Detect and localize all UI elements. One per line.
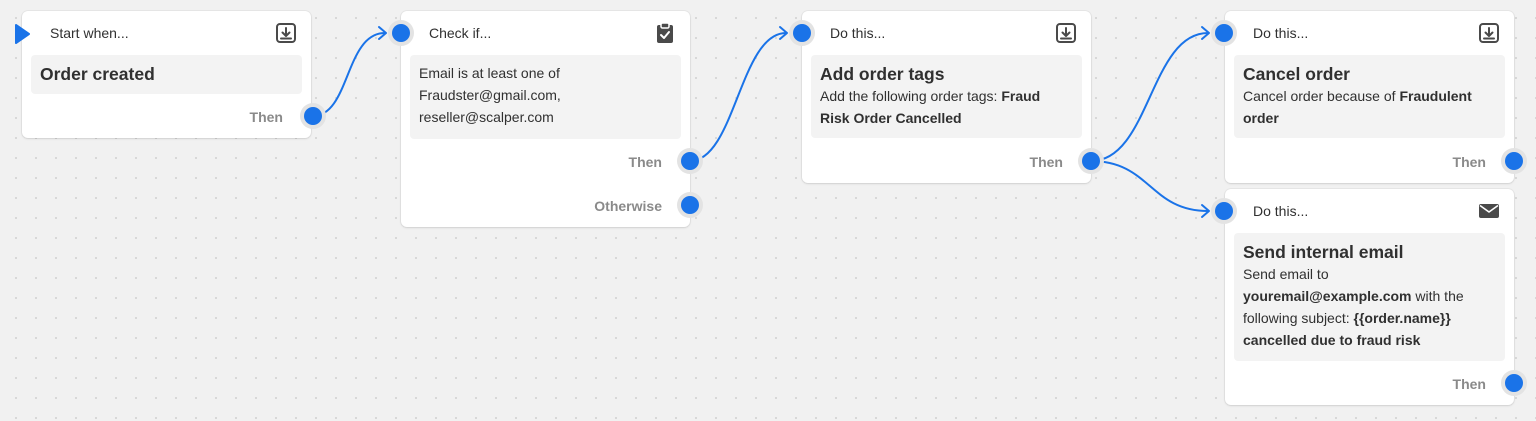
trigger-card[interactable]: Start when... Order created Then	[15, 11, 311, 138]
then-label: Then	[628, 154, 662, 170]
cancel-order-input-port[interactable]	[1211, 20, 1237, 46]
condition-card[interactable]: Check if... Email is at least one of Fra…	[401, 11, 690, 227]
card-desc-line-3: following subject: {{order.name}}	[1243, 307, 1496, 329]
arrowhead-email	[1201, 204, 1210, 218]
wire-tags-to-cancel	[1090, 32, 1209, 162]
arrowhead-tags	[779, 26, 788, 40]
wire-condition-to-tags	[689, 32, 787, 162]
then-label: Then	[1029, 154, 1063, 170]
condition-line-1: Email is at least one of	[419, 65, 560, 81]
then-label: Then	[249, 109, 283, 125]
card-header: Do this...	[1225, 11, 1514, 55]
desc-text: with the	[1411, 288, 1464, 304]
add-tags-card[interactable]: Do this... Add order tags Add the follow…	[802, 11, 1091, 183]
card-body: Email is at least one of Fraudster@gmail…	[410, 55, 681, 139]
condition-otherwise-port[interactable]	[677, 192, 703, 218]
card-header: Do this...	[802, 11, 1091, 55]
card-desc-line-1: Add the following order tags: Fraud	[820, 85, 1073, 107]
send-email-input-port[interactable]	[1211, 198, 1237, 224]
card-desc-line-4: cancelled due to fraud risk	[1243, 329, 1496, 351]
card-desc-line-1: Send email to	[1243, 266, 1329, 282]
card-header-label: Do this...	[830, 25, 886, 41]
card-header-label: Start when...	[50, 25, 129, 41]
cancel-order-card[interactable]: Do this... Cancel order Cancel order bec…	[1225, 11, 1514, 183]
arrowhead-cancel	[1201, 26, 1210, 40]
card-header-label: Do this...	[1253, 203, 1309, 219]
card-title: Send internal email	[1243, 242, 1404, 262]
import-icon	[276, 23, 296, 43]
start-marker-icon	[15, 24, 30, 44]
tag-value: Fraud	[1001, 88, 1041, 104]
condition-then-port[interactable]	[677, 148, 703, 174]
then-label: Then	[1452, 376, 1486, 392]
add-tags-input-port[interactable]	[789, 20, 815, 46]
card-desc-line-2: youremail@example.com with the	[1243, 285, 1496, 307]
card-header-label: Check if...	[429, 25, 492, 41]
desc-prefix: Cancel order because of	[1243, 88, 1400, 104]
card-desc-line-1: Cancel order because of Fraudulent	[1243, 85, 1496, 107]
import-icon	[1056, 23, 1076, 43]
card-header: Start when...	[22, 11, 311, 55]
tag-value: Risk Order Cancelled	[820, 110, 962, 126]
then-label: Then	[1452, 154, 1486, 170]
card-title: Cancel order	[1243, 64, 1350, 84]
card-body: Send internal email Send email to yourem…	[1234, 233, 1505, 361]
card-desc-line-2: order	[1243, 107, 1496, 129]
wire-tags-to-email	[1090, 160, 1209, 212]
card-title: Order created	[40, 64, 155, 84]
reason-value: order	[1243, 110, 1279, 126]
card-header: Check if...	[401, 11, 690, 55]
clipboard-check-icon	[657, 22, 673, 43]
condition-line-2: Fraudster@gmail.com,	[419, 87, 561, 103]
card-body: Add order tags Add the following order t…	[811, 55, 1082, 138]
email-recipient: youremail@example.com	[1243, 288, 1412, 304]
desc-text: following subject:	[1243, 310, 1354, 326]
card-body: Order created	[31, 55, 302, 94]
cancel-order-then-port[interactable]	[1501, 148, 1527, 174]
reason-value: Fraudulent	[1399, 88, 1472, 104]
arrowhead-condition	[378, 26, 387, 40]
send-email-card[interactable]: Do this... Send internal email Send emai…	[1225, 189, 1514, 405]
envelope-icon	[1479, 204, 1499, 218]
card-header: Do this...	[1225, 189, 1514, 233]
otherwise-label: Otherwise	[594, 198, 662, 214]
add-tags-then-port[interactable]	[1078, 148, 1104, 174]
send-email-then-port[interactable]	[1501, 370, 1527, 396]
wire-trigger-to-condition	[312, 32, 386, 117]
condition-input-port[interactable]	[388, 20, 414, 46]
email-subject: {{order.name}}	[1353, 310, 1451, 326]
card-body: Cancel order Cancel order because of Fra…	[1234, 55, 1505, 138]
desc-prefix: Add the following order tags:	[820, 88, 1002, 104]
email-subject: cancelled due to fraud risk	[1243, 332, 1421, 348]
card-title: Add order tags	[820, 64, 945, 84]
card-desc-line-2: Risk Order Cancelled	[820, 107, 1073, 129]
trigger-then-port[interactable]	[300, 103, 326, 129]
import-icon	[1479, 23, 1499, 43]
condition-line-3: reseller@scalper.com	[419, 109, 554, 125]
card-header-label: Do this...	[1253, 25, 1309, 41]
